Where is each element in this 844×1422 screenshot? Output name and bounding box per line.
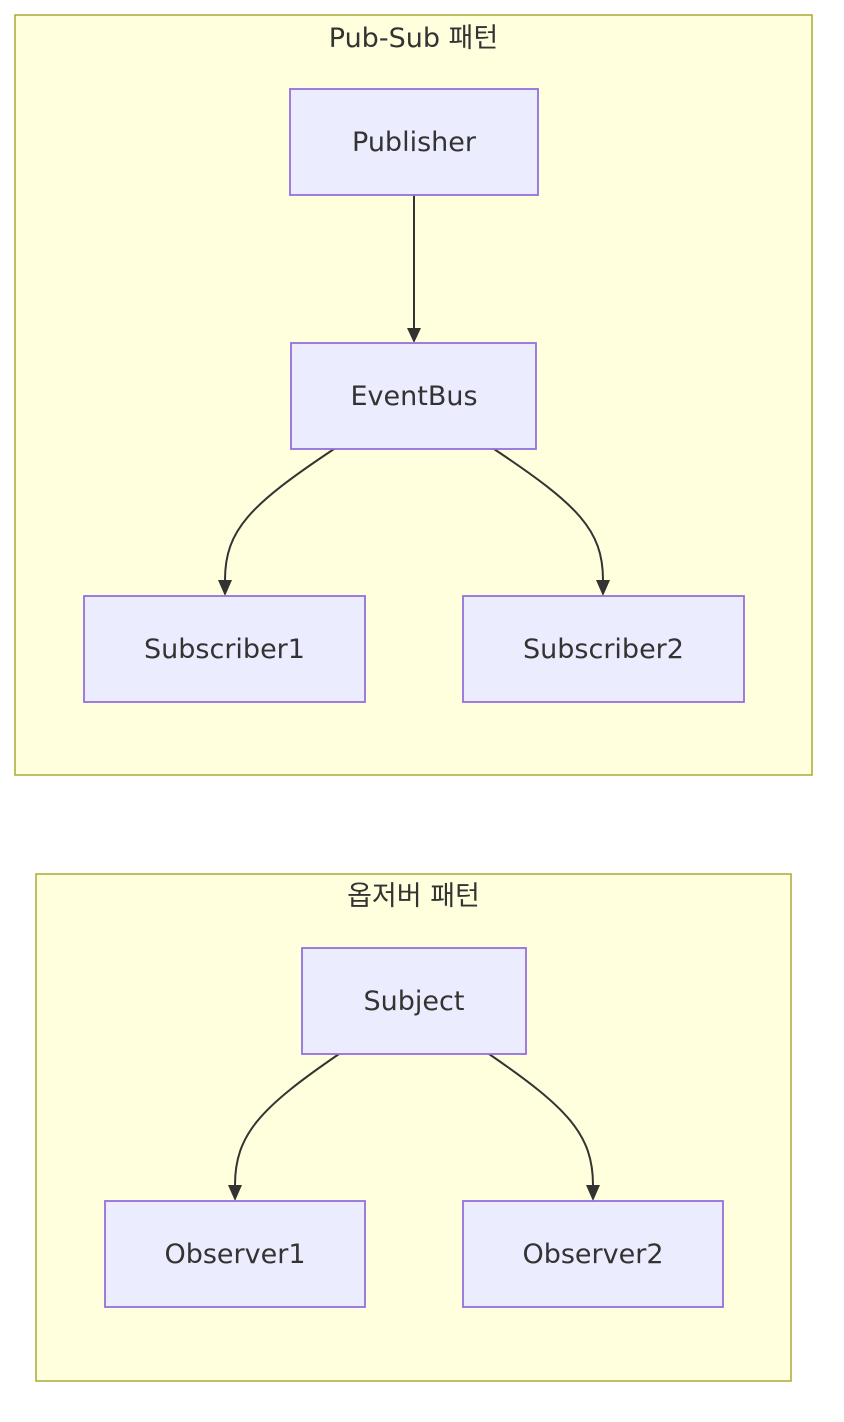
node-subject-label: Subject [364,986,465,1017]
arrowhead-icon [228,1185,242,1201]
node-subscriber1-label: Subscriber1 [144,634,305,665]
node-observer2-label: Observer2 [522,1239,663,1270]
node-observer1-label: Observer1 [164,1239,305,1270]
node-observer2[interactable]: Observer2 [462,1200,724,1308]
cluster-observer-title: 옵저버 패턴 [347,881,480,912]
edges [218,195,610,1201]
node-eventbus-label: EventBus [350,381,477,412]
node-subscriber2[interactable]: Subscriber2 [462,595,745,703]
cluster-pubsub-title: Pub-Sub 패턴 [329,23,498,54]
node-observer1[interactable]: Observer1 [104,1200,366,1308]
node-subject[interactable]: Subject [301,947,527,1055]
node-subscriber2-label: Subscriber2 [523,634,684,665]
node-publisher-label: Publisher [352,127,477,158]
arrowhead-icon [596,580,610,596]
edge-subject-observer2 [488,1053,600,1201]
edge-publisher-eventbus [407,195,421,343]
node-subscriber1[interactable]: Subscriber1 [83,595,366,703]
edge-eventbus-subscriber2 [493,448,610,596]
arrowhead-icon [407,328,421,343]
node-publisher[interactable]: Publisher [289,88,539,196]
edge-eventbus-subscriber1 [218,448,335,596]
edge-subject-observer1 [228,1053,340,1201]
arrowhead-icon [586,1185,600,1201]
node-eventbus[interactable]: EventBus [290,342,537,450]
arrowhead-icon [218,580,232,596]
